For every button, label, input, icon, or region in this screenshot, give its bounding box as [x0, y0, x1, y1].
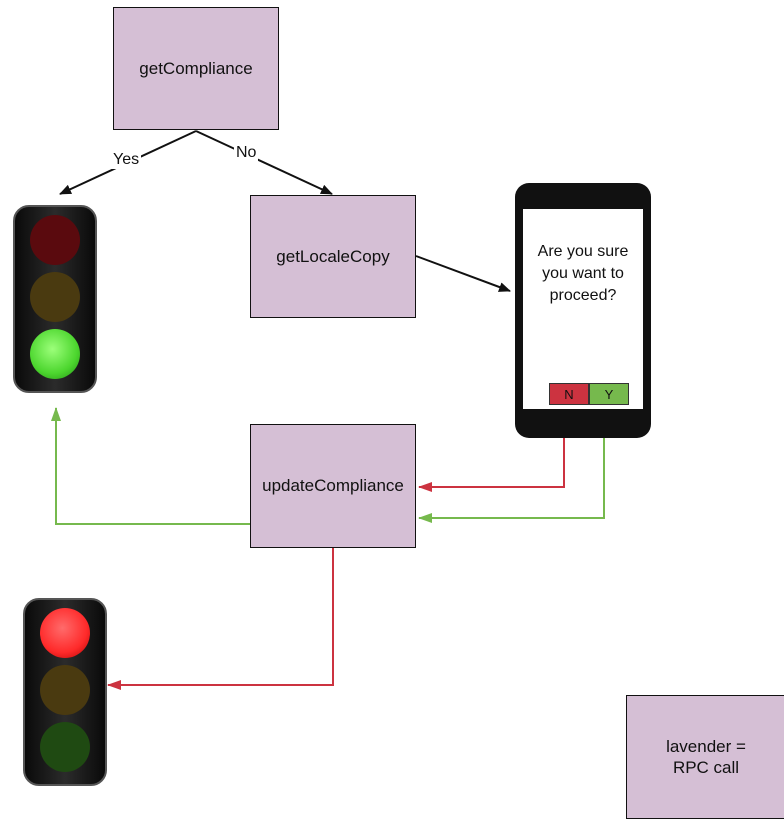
green-lamp — [40, 722, 90, 772]
traffic-light-green-icon — [13, 205, 97, 393]
red-lamp — [40, 608, 90, 658]
phone-screen: Are you sure you want to proceed? N Y — [523, 209, 643, 409]
locale-to-phone-arrow — [415, 255, 511, 292]
amber-lamp — [30, 272, 80, 322]
phone-icon: Are you sure you want to proceed? N Y — [515, 183, 651, 438]
confirmation-prompt: Are you sure you want to proceed? — [537, 243, 629, 304]
update-compliance-node: updateCompliance — [250, 424, 416, 548]
green-lamp — [30, 329, 80, 379]
get-compliance-node: getCompliance — [113, 7, 279, 130]
red-lamp — [30, 215, 80, 265]
yes-edge-label: Yes — [111, 151, 142, 169]
to-green-light-arrow — [51, 407, 250, 525]
traffic-light-red-icon — [23, 598, 107, 786]
amber-lamp — [40, 665, 90, 715]
no-edge-label: No — [234, 144, 259, 162]
to-red-light-arrow — [107, 548, 334, 690]
get-locale-copy-node: getLocaleCopy — [250, 195, 416, 318]
legend-box: lavender = RPC call — [626, 695, 784, 819]
yes-button[interactable]: Y — [589, 383, 629, 405]
no-arrow — [195, 130, 333, 195]
no-button[interactable]: N — [549, 383, 589, 405]
